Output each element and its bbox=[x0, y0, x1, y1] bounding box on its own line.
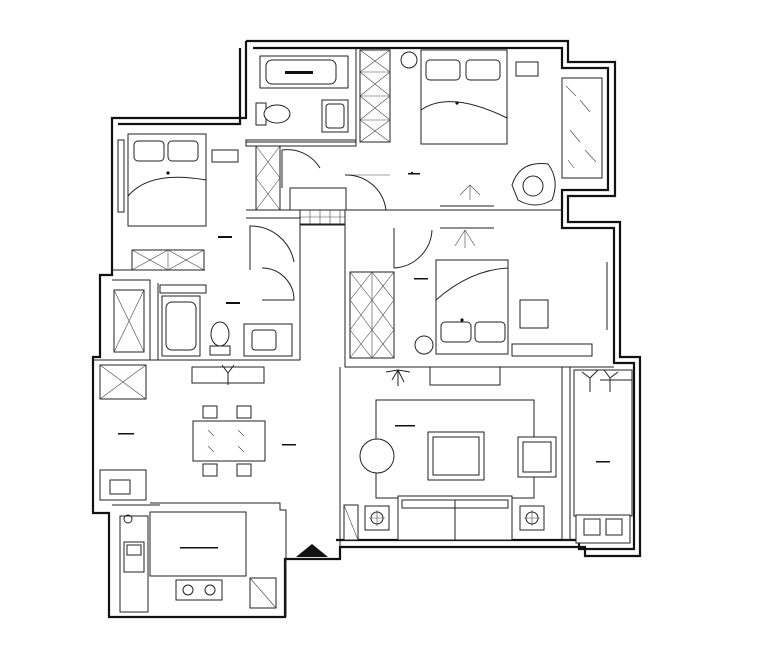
bathtub-icon bbox=[259, 55, 349, 89]
bed-icon bbox=[420, 49, 508, 145]
sink-icon bbox=[243, 323, 293, 357]
bedroom-east bbox=[349, 227, 608, 359]
plant-icon bbox=[581, 369, 619, 392]
lamp-icon bbox=[414, 335, 434, 355]
bathroom-north bbox=[245, 55, 357, 147]
sink-icon bbox=[123, 541, 145, 573]
plant-icon bbox=[385, 369, 411, 386]
chair-icon bbox=[202, 405, 252, 477]
lamp-icon bbox=[400, 51, 418, 69]
bedroom-west bbox=[117, 133, 295, 271]
living-room bbox=[343, 366, 557, 541]
sofa-icon bbox=[397, 495, 513, 541]
kitchen bbox=[119, 502, 328, 613]
wardrobe-icon bbox=[255, 145, 281, 211]
toilet-icon bbox=[255, 102, 291, 126]
balcony-east bbox=[573, 369, 633, 544]
table-icon bbox=[427, 431, 485, 481]
bathtub-icon bbox=[161, 295, 201, 357]
corridor bbox=[255, 145, 347, 225]
bed-icon bbox=[435, 259, 509, 355]
toilet-icon bbox=[209, 321, 231, 356]
master-bedroom bbox=[344, 49, 603, 211]
bathroom-west bbox=[113, 267, 295, 357]
interior-walls bbox=[93, 48, 614, 617]
dining-room bbox=[99, 364, 266, 501]
plant-icon bbox=[221, 364, 235, 385]
chair-icon bbox=[511, 162, 556, 206]
stove-icon bbox=[175, 579, 223, 601]
sink-icon bbox=[321, 99, 349, 133]
lamp-icon bbox=[359, 438, 395, 474]
room-labels bbox=[118, 173, 610, 549]
table-icon bbox=[192, 420, 266, 462]
bed-icon bbox=[127, 133, 207, 227]
